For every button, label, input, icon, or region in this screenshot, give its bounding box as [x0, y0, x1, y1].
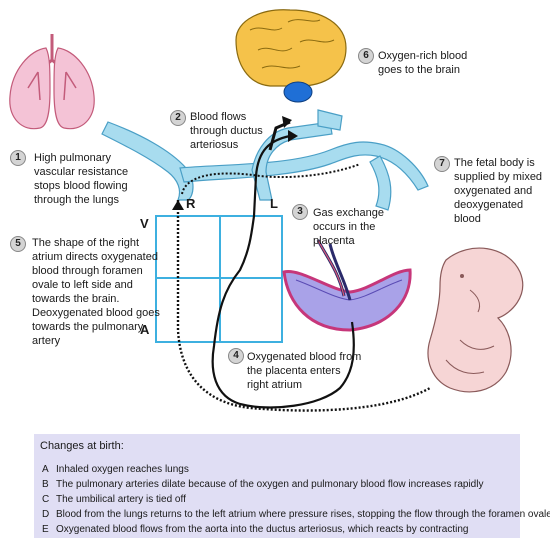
list-item: B The pulmonary arteries dilate because o…	[42, 477, 550, 492]
list-item: C The umbilical artery is tied off	[42, 492, 550, 507]
change-key: D	[42, 509, 50, 520]
changes-title: Changes at birth:	[40, 440, 124, 452]
step-5-text: The shape of the right atrium directs ox…	[32, 237, 160, 347]
list-item: D Blood from the lungs returns to the lef…	[42, 507, 550, 522]
heart-label-r: R	[186, 196, 196, 211]
step-2-text: Blood flows through ductus arteriosus	[190, 111, 263, 151]
change-key: E	[42, 524, 49, 535]
step-7-text: The fetal body is supplied by mixed oxyg…	[454, 157, 543, 225]
fetus-illustration	[427, 247, 524, 393]
change-key: C	[42, 494, 50, 505]
list-item: A Inhaled oxygen reaches lungs	[42, 462, 550, 477]
change-text: Blood from the lungs returns to the left…	[56, 509, 550, 520]
lungs-illustration	[9, 34, 95, 130]
change-text: Inhaled oxygen reaches lungs	[56, 464, 189, 475]
step-7-number: 7	[434, 156, 450, 172]
list-item: E Oxygenated blood flows from the aorta i…	[42, 522, 550, 537]
heart-chambers-grid	[155, 215, 283, 343]
change-key: A	[42, 464, 49, 475]
change-text: Oxygenated blood flows from the aorta in…	[56, 524, 469, 535]
heart-label-l: L	[270, 196, 278, 211]
brain-illustration	[235, 9, 347, 103]
heart-label-v: V	[140, 216, 149, 231]
step-3-number: 3	[292, 204, 308, 220]
step-2-number: 2	[170, 110, 186, 126]
step-4-number: 4	[228, 348, 244, 364]
placenta-illustration	[282, 239, 412, 332]
step-4-text: Oxygenated blood from the placenta enter…	[247, 351, 362, 391]
step-1-number: 1	[10, 150, 26, 166]
change-text: The umbilical artery is tied off	[56, 494, 186, 505]
step-5-number: 5	[10, 236, 26, 252]
changes-list: A Inhaled oxygen reaches lungs B The pulmo…	[42, 462, 550, 537]
great-vessels	[101, 109, 429, 211]
changes-at-birth-panel: Changes at birth: A Inhaled oxygen reache…	[34, 434, 550, 538]
step-1-text: High pulmonary vascular resistance stops…	[34, 152, 129, 206]
step-6-number: 6	[358, 48, 374, 64]
step-3-text: Gas exchange occurs in the placenta	[313, 207, 384, 247]
step-6-text: Oxygen-rich blood goes to the brain	[378, 50, 468, 76]
heart-label-a: A	[140, 322, 150, 337]
change-key: B	[42, 479, 49, 490]
blood-flow-arrows	[172, 116, 431, 412]
change-text: The pulmonary arteries dilate because of…	[56, 479, 484, 490]
